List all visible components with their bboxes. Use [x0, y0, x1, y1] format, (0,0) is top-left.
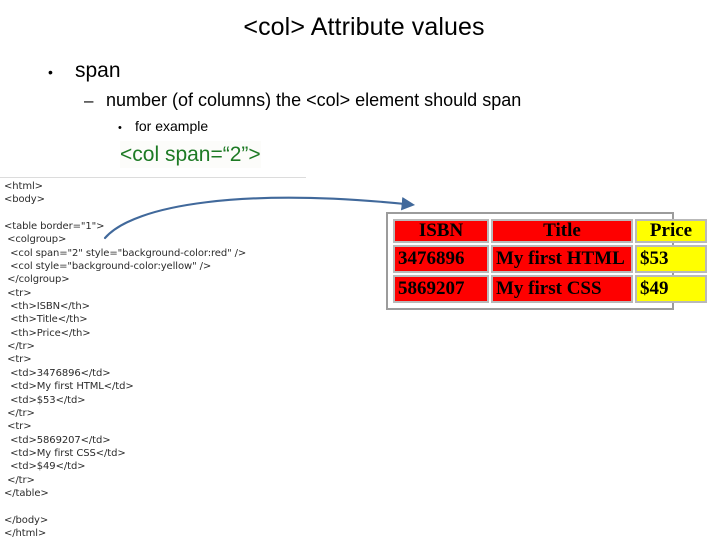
code-line: </colgroup>: [4, 274, 70, 286]
code-sample-highlight: <col span=“2”>: [120, 141, 261, 168]
code-line: </tr>: [4, 407, 35, 419]
bullet-level-1: • span: [48, 58, 121, 85]
code-line: <td>3476896</td>: [4, 367, 111, 379]
section-divider: [0, 177, 306, 178]
table-row: 3476896 My first HTML $53: [393, 245, 707, 273]
table-header-row: ISBN Title Price: [393, 219, 707, 243]
code-line: </tr>: [4, 341, 35, 353]
bullet-level-3-text: for example: [135, 118, 209, 134]
code-line: <td>My first CSS</td>: [4, 447, 126, 459]
code-line: <colgroup>: [4, 234, 67, 246]
table-cell-isbn: 5869207: [393, 275, 489, 303]
code-line: <tr>: [4, 421, 32, 433]
code-line: <tr>: [4, 287, 32, 299]
page-title: <col> Attribute values: [243, 13, 485, 41]
code-line: <th>Title</th>: [4, 314, 88, 326]
table-cell-title: My first CSS: [491, 275, 633, 303]
rendered-html-table: ISBN Title Price 3476896 My first HTML $…: [391, 217, 709, 305]
code-line: </tr>: [4, 474, 35, 486]
table-cell-price: $53: [635, 245, 707, 273]
code-line: </body>: [4, 514, 49, 526]
code-line: <td>$49</td>: [4, 461, 86, 473]
bullet-dot-small-icon: •: [118, 122, 122, 134]
code-line: <col span="2" style="background-color:re…: [4, 247, 247, 259]
table-cell-isbn: 3476896: [393, 245, 489, 273]
code-line: <col style="background-color:yellow" />: [4, 261, 212, 273]
code-line: </table>: [4, 487, 49, 499]
bullet-dash-icon: –: [84, 91, 94, 110]
table-header-isbn: ISBN: [393, 219, 489, 243]
bullet-dot-icon: •: [48, 64, 53, 80]
code-line: <table border="1">: [4, 221, 105, 233]
table-row: 5869207 My first CSS $49: [393, 275, 707, 303]
code-line: <body>: [4, 194, 45, 206]
bullet-level-2-text: number (of columns) the <col> element sh…: [106, 90, 522, 110]
code-line: [4, 500, 306, 513]
code-line: <tr>: [4, 354, 32, 366]
code-line: <td>$53</td>: [4, 394, 86, 406]
table-header-price: Price: [635, 219, 707, 243]
table-cell-title: My first HTML: [491, 245, 633, 273]
code-line: </html>: [4, 527, 47, 539]
table-cell-price: $49: [635, 275, 707, 303]
table-header-title: Title: [491, 219, 633, 243]
rendered-table-figure: ISBN Title Price 3476896 My first HTML $…: [386, 212, 707, 310]
code-line: <html>: [4, 181, 43, 192]
code-listing-block: <html> <body> <table border="1"> <colgrou…: [4, 180, 306, 540]
code-line: <th>ISBN</th>: [4, 301, 90, 313]
code-line: <th>Price</th>: [4, 327, 91, 339]
code-line: [4, 207, 306, 220]
code-line: <td>5869207</td>: [4, 434, 111, 446]
code-line: <td>My first HTML</td>: [4, 381, 134, 393]
bullet-level-2: – number (of columns) the <col> element …: [84, 89, 521, 112]
bullet-level-3: • for example: [118, 117, 208, 138]
bullet-level-1-text: span: [75, 59, 121, 82]
